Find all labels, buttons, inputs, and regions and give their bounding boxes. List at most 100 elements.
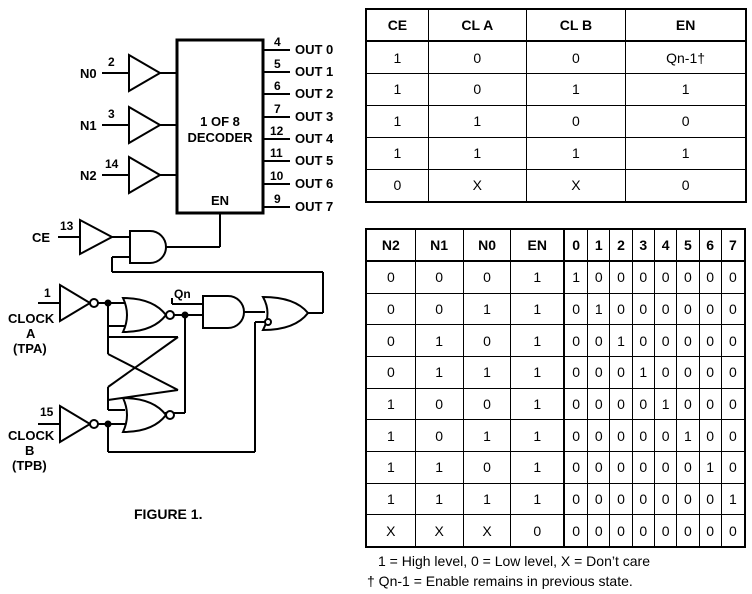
buffer-clock-a bbox=[59, 283, 92, 323]
output-pin-1: 5 bbox=[274, 57, 281, 71]
cell: 0 bbox=[609, 292, 633, 326]
buffer-clock-b bbox=[59, 404, 92, 444]
cell: 1 bbox=[462, 482, 512, 516]
cell: 0 bbox=[720, 450, 746, 484]
nor-gate-a bbox=[121, 296, 168, 334]
cell: 0 bbox=[720, 324, 746, 357]
cell: 0 bbox=[676, 324, 700, 357]
cell: 0 bbox=[609, 482, 633, 516]
and-gate-enable bbox=[129, 230, 167, 264]
output-label-5: OUT 5 bbox=[295, 153, 333, 168]
cell: 1 bbox=[427, 136, 527, 170]
cell: 0 bbox=[563, 355, 589, 389]
output-pin-5: 11 bbox=[270, 146, 283, 160]
figure-caption: FIGURE 1. bbox=[134, 506, 203, 522]
clock-a-line2: A bbox=[26, 326, 36, 341]
cell: 0 bbox=[365, 260, 416, 294]
cell: 1 bbox=[525, 136, 627, 170]
cell: 0 bbox=[414, 292, 464, 326]
cell: 0 bbox=[587, 419, 611, 452]
cell: 0 bbox=[698, 355, 722, 389]
header-n2: N2 bbox=[365, 228, 416, 262]
cell: 1 bbox=[525, 73, 627, 106]
cell: 0 bbox=[698, 419, 722, 452]
and-gate-qn bbox=[202, 295, 245, 329]
cell: 1 bbox=[609, 324, 633, 357]
output-label-4: OUT 4 bbox=[295, 131, 334, 146]
cell: 0 bbox=[609, 514, 633, 548]
cell: 1 bbox=[563, 260, 589, 294]
header-out-2: 2 bbox=[609, 228, 633, 262]
clock-a-pin: 1 bbox=[44, 286, 51, 300]
input-label-n0: N0 bbox=[80, 66, 97, 81]
buffer-n2 bbox=[128, 155, 162, 195]
cell: X bbox=[365, 514, 416, 548]
cell: 0 bbox=[720, 260, 746, 294]
cell: 0 bbox=[698, 482, 722, 516]
output-label-0: OUT 0 bbox=[295, 42, 333, 57]
cell: 0 bbox=[631, 514, 655, 548]
input-label-n2: N2 bbox=[80, 168, 97, 183]
cell: 1 bbox=[365, 387, 416, 421]
cell: 1 bbox=[510, 419, 565, 452]
cell: 0 bbox=[563, 324, 589, 357]
cell: 0 bbox=[653, 324, 678, 357]
decoder-en-label: EN bbox=[211, 193, 229, 208]
cell: 0 bbox=[587, 482, 611, 516]
cell: 0 bbox=[427, 73, 527, 106]
header-out-1: 1 bbox=[587, 228, 611, 262]
cell: 0 bbox=[653, 514, 678, 548]
cell: 1 bbox=[676, 419, 700, 452]
output-pin-6: 10 bbox=[270, 169, 284, 183]
cell: 1 bbox=[427, 104, 527, 138]
buffer-ce bbox=[79, 218, 115, 256]
cell: 0 bbox=[587, 355, 611, 389]
ce-label: CE bbox=[32, 230, 50, 245]
cell: 1 bbox=[510, 450, 565, 484]
cell: 0 bbox=[587, 324, 611, 357]
cell: 0 bbox=[365, 355, 416, 389]
output-label-1: OUT 1 bbox=[295, 64, 333, 79]
cell: 0 bbox=[365, 168, 429, 203]
cell: 1 bbox=[414, 482, 464, 516]
input-pin-n0: 2 bbox=[108, 55, 115, 69]
cell: 1 bbox=[625, 136, 747, 170]
nor-gate-b bbox=[121, 396, 168, 434]
header-out-4: 4 bbox=[653, 228, 678, 262]
cell: 0 bbox=[653, 292, 678, 326]
cell: 0 bbox=[698, 260, 722, 294]
cell: 0 bbox=[587, 514, 611, 548]
cell: 0 bbox=[676, 482, 700, 516]
cell: 1 bbox=[365, 104, 429, 138]
input-label-n1: N1 bbox=[80, 118, 97, 133]
header-out-3: 3 bbox=[631, 228, 655, 262]
cell: 0 bbox=[698, 387, 722, 421]
cell: 0 bbox=[676, 355, 700, 389]
cell: 1 bbox=[414, 324, 464, 357]
cell: 0 bbox=[365, 324, 416, 357]
decoder-label-2: DECODER bbox=[187, 130, 253, 145]
cell: 0 bbox=[653, 419, 678, 452]
cell: 0 bbox=[525, 40, 627, 74]
cell: 1 bbox=[653, 387, 678, 421]
cell: 0 bbox=[563, 292, 589, 326]
cell: 1 bbox=[698, 450, 722, 484]
decoder-block bbox=[175, 38, 265, 215]
cell: 0 bbox=[414, 387, 464, 421]
cell: 1 bbox=[414, 355, 464, 389]
cell: 1 bbox=[510, 260, 565, 294]
cell: 0 bbox=[462, 324, 512, 357]
clock-b-line2: B bbox=[25, 443, 34, 458]
cell: X bbox=[414, 514, 464, 548]
or-gate-output bbox=[261, 295, 310, 332]
